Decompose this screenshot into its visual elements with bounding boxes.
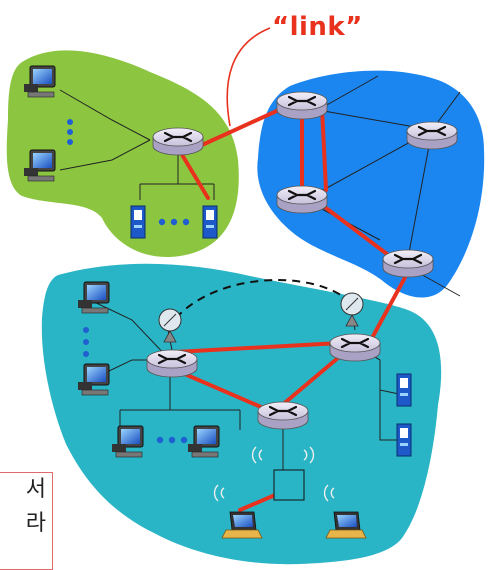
server-icon bbox=[396, 373, 412, 407]
ellipsis-dots-icon bbox=[67, 119, 73, 145]
router-icon bbox=[151, 126, 205, 157]
highlighted-links bbox=[173, 102, 410, 512]
router-icon bbox=[328, 332, 382, 363]
text-fragment-line-1: 서 bbox=[25, 477, 46, 502]
wireless-signal-icon bbox=[213, 446, 335, 502]
router-icon bbox=[405, 120, 459, 151]
ellipsis-dots-icon bbox=[156, 436, 188, 444]
server-icon bbox=[202, 205, 218, 239]
wireless-link-dashed bbox=[175, 279, 353, 319]
server-icon bbox=[130, 205, 146, 239]
router-icon bbox=[275, 90, 329, 121]
ellipsis-dots-icon bbox=[83, 327, 89, 357]
link-label: “link” bbox=[272, 12, 363, 42]
router-icon bbox=[381, 248, 435, 279]
ellipsis-dots-icon bbox=[158, 218, 190, 226]
cropped-text-fragment: 서 라 bbox=[0, 472, 53, 570]
server-icon bbox=[396, 423, 412, 457]
router-icon bbox=[145, 348, 199, 379]
router-icon bbox=[256, 400, 310, 431]
router-icon bbox=[275, 184, 329, 215]
text-fragment-line-2: 라 bbox=[25, 511, 46, 536]
wireless-access-point-icon bbox=[273, 469, 305, 501]
subnet-green-area bbox=[6, 50, 239, 258]
link-pointer-line bbox=[226, 27, 271, 127]
